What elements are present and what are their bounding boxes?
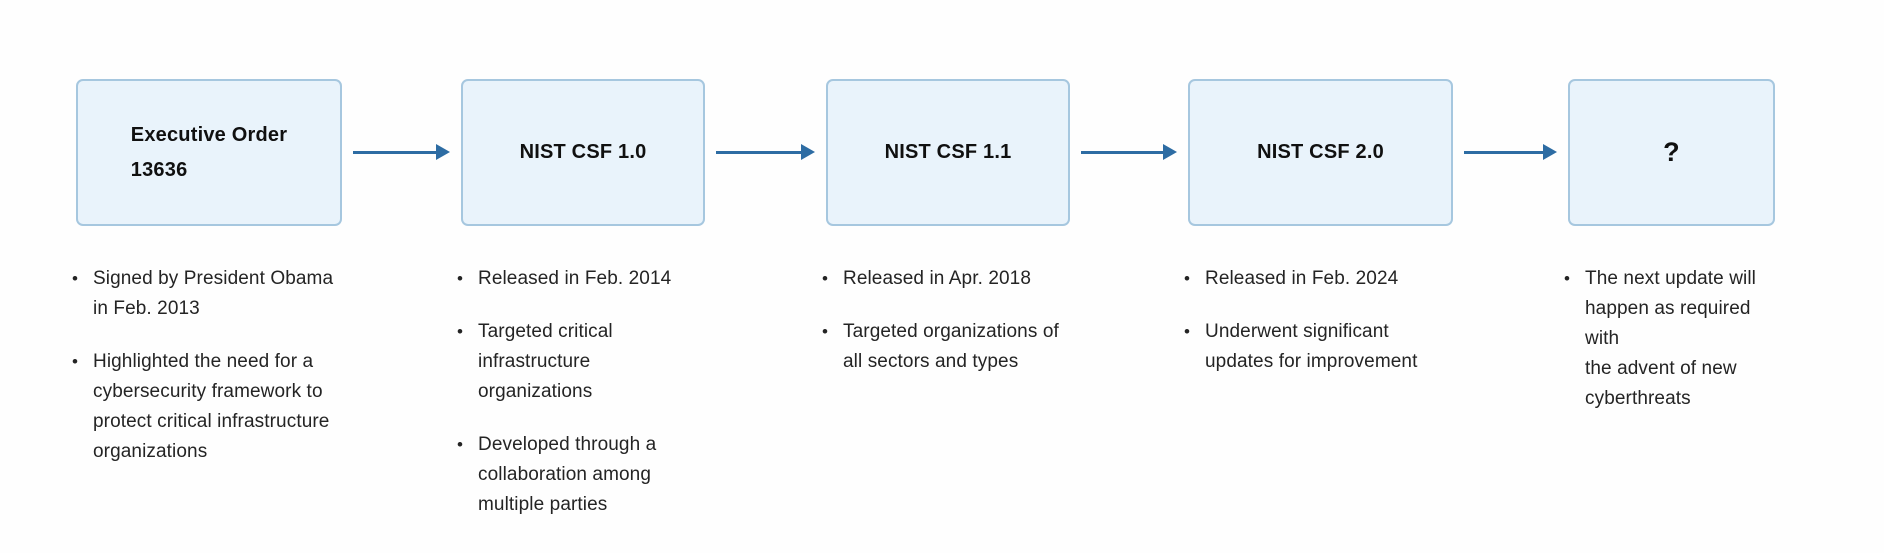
arrow-shaft xyxy=(353,150,437,154)
bullet-item: • Released in Feb. 2024 xyxy=(1184,264,1449,294)
bullet-text: Targeted critical infrastructure organiz… xyxy=(478,321,613,402)
flow-arrow-icon xyxy=(1453,144,1568,160)
bullet-list: • Signed by President Obama in Feb. 2013… xyxy=(72,264,338,490)
arrow-head xyxy=(1543,144,1557,160)
bullet-item: • Underwent significant updates for impr… xyxy=(1184,317,1449,377)
arrow-shaft xyxy=(1464,150,1544,154)
bullet-text: Released in Apr. 2018 xyxy=(843,268,1032,289)
stage-title: NIST CSF 1.0 xyxy=(519,141,647,163)
bullet-dot-icon: • xyxy=(457,322,463,341)
bullet-list: • Released in Feb. 2024 • Underwent sign… xyxy=(1184,264,1449,400)
bullet-list: • Released in Feb. 2014 • Targeted criti… xyxy=(457,264,701,543)
bullet-item: • Targeted critical infrastructure organ… xyxy=(457,317,701,407)
stage-nist-csf-1-0: NIST CSF 1.0 • Released in Feb. 2014 • T… xyxy=(457,79,705,543)
stage-title: ? xyxy=(1663,137,1680,167)
stage-title: Executive Order 13636 xyxy=(130,123,288,181)
bullet-dot-icon: • xyxy=(72,269,78,288)
bullet-text: The next update will happen as required … xyxy=(1585,268,1756,409)
stage-future-update: ? • The next update will happen as requi… xyxy=(1564,79,1775,437)
bullet-dot-icon: • xyxy=(822,269,828,288)
arrow-head xyxy=(801,144,815,160)
bullet-text: Signed by President Obama in Feb. 2013 xyxy=(93,268,334,319)
bullet-item: • Developed through a collaboration amon… xyxy=(457,430,701,520)
bullet-text: Released in Feb. 2014 xyxy=(478,268,672,289)
stage-box: NIST CSF 1.0 xyxy=(461,79,705,226)
bullet-list: • Released in Apr. 2018 • Targeted organ… xyxy=(822,264,1066,400)
arrow-shaft xyxy=(716,150,802,154)
bullet-dot-icon: • xyxy=(72,352,78,371)
arrow-shaft xyxy=(1081,150,1164,154)
flow-arrow-icon xyxy=(705,144,826,160)
stage-title: NIST CSF 2.0 xyxy=(1257,141,1384,163)
bullet-text: Targeted organizations of all sectors an… xyxy=(843,321,1059,372)
bullet-dot-icon: • xyxy=(1184,269,1190,288)
stage-nist-csf-2-0: NIST CSF 2.0 • Released in Feb. 2024 • U… xyxy=(1184,79,1453,400)
stage-box: ? xyxy=(1568,79,1775,226)
bullet-item: • Released in Feb. 2014 xyxy=(457,264,701,294)
bullet-text: Highlighted the need for a cybersecurity… xyxy=(93,351,330,462)
bullet-dot-icon: • xyxy=(457,269,463,288)
bullet-item: • The next update will happen as require… xyxy=(1564,264,1771,414)
flow-arrow-icon xyxy=(342,144,461,160)
stage-box: NIST CSF 1.1 xyxy=(826,79,1070,226)
stage-box: NIST CSF 2.0 xyxy=(1188,79,1453,226)
bullet-item: • Signed by President Obama in Feb. 2013 xyxy=(72,264,338,324)
stage-executive-order-13636: Executive Order 13636 • Signed by Presid… xyxy=(72,79,342,490)
bullet-dot-icon: • xyxy=(1184,322,1190,341)
stage-title: NIST CSF 1.1 xyxy=(884,141,1012,163)
flow-arrow-icon xyxy=(1070,144,1188,160)
bullet-item: • Released in Apr. 2018 xyxy=(822,264,1066,294)
bullet-text: Developed through a collaboration among … xyxy=(478,434,657,515)
arrow-head xyxy=(436,144,450,160)
bullet-text: Released in Feb. 2024 xyxy=(1205,268,1399,289)
stage-nist-csf-1-1: NIST CSF 1.1 • Released in Apr. 2018 • T… xyxy=(822,79,1070,400)
bullet-text: Underwent significant updates for improv… xyxy=(1205,321,1418,372)
arrow-head xyxy=(1163,144,1177,160)
stage-box: Executive Order 13636 xyxy=(76,79,342,226)
bullet-item: • Highlighted the need for a cybersecuri… xyxy=(72,347,338,467)
bullet-item: • Targeted organizations of all sectors … xyxy=(822,317,1066,377)
bullet-list: • The next update will happen as require… xyxy=(1564,264,1771,437)
bullet-dot-icon: • xyxy=(1564,269,1570,288)
bullet-dot-icon: • xyxy=(457,435,463,454)
bullet-dot-icon: • xyxy=(822,322,828,341)
